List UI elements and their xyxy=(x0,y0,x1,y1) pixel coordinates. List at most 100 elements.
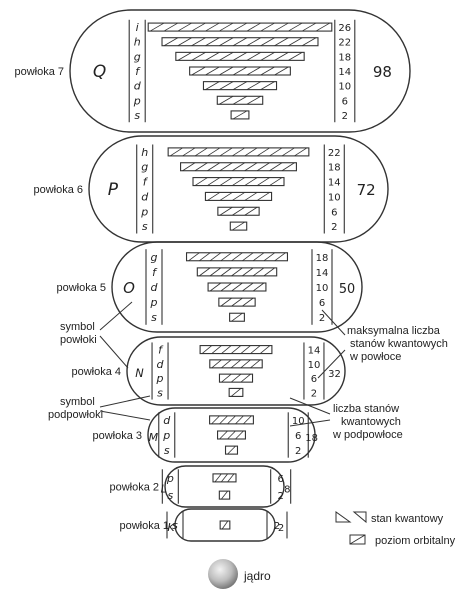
subshell-state-count: 10 xyxy=(338,82,351,93)
subshell-symbol: d xyxy=(141,190,149,203)
subshell-symbol: d xyxy=(157,358,165,371)
subshell-symbol-annotation-line2: podpowłoki xyxy=(48,409,103,421)
subshell-state-count: 6 xyxy=(277,474,283,485)
subshell-row: s2 xyxy=(134,109,348,122)
subshell-state-count: 2 xyxy=(319,313,325,324)
subshell-state-count: 2 xyxy=(331,222,337,233)
shell-symbol-annotation-line2: powłoki xyxy=(60,334,97,346)
subshell-state-count: 14 xyxy=(338,67,351,78)
shell-4: powłoka 4N32f14d10p6s2 xyxy=(71,337,345,405)
subshell-symbol: p xyxy=(150,296,158,309)
subshell-symbol: h xyxy=(141,146,148,159)
subshell-row: s2 xyxy=(167,489,283,502)
nucleus-circle xyxy=(208,559,238,589)
subshell-state-count: 2 xyxy=(274,521,280,532)
subshell-symbol: s xyxy=(142,220,148,233)
max-states-annotation-line1: maksymalna liczba xyxy=(347,325,441,337)
subshell-row: s2 xyxy=(157,386,317,399)
shell-label: powłoka 7 xyxy=(14,66,64,78)
subshell-row: d 10 xyxy=(157,358,321,371)
subshell-row: h22 xyxy=(134,36,351,49)
shell-label: powłoka 3 xyxy=(92,430,142,442)
subshell-symbol: s xyxy=(164,444,170,457)
max-states-annotation-line3: w powłoce xyxy=(349,351,401,363)
shell-max-states: 98 xyxy=(373,63,392,81)
legend: stan kwantowy poziom orbitalny xyxy=(336,512,456,547)
shell-label: powłoka 5 xyxy=(56,282,106,294)
subshell-symbol: s xyxy=(167,489,173,502)
subshell-state-count: 18 xyxy=(316,253,329,264)
shell-max-states: 72 xyxy=(357,181,376,199)
subshell-state-count: 2 xyxy=(311,388,317,399)
shell-label: powłoka 1 xyxy=(119,520,169,532)
leader-subshell-states-N xyxy=(290,398,330,414)
shell-7: powłoka 7Q98i26h22g18f14d10p6s2 xyxy=(14,10,410,132)
legend-quantum-state: stan kwantowy xyxy=(371,513,444,525)
subshell-row: p6 xyxy=(140,205,337,218)
subshell-states-annotation-line2: kwantowych xyxy=(341,416,401,428)
subshell-symbol: p xyxy=(133,94,141,107)
subshell-row: d 10 xyxy=(134,80,351,93)
subshell-row: f14 xyxy=(158,344,320,357)
shell-label: powłoka 6 xyxy=(33,184,83,196)
subshell-states-annotation-line3: w podpowłoce xyxy=(332,429,403,441)
subshell-state-count: 18 xyxy=(338,52,351,63)
subshell-symbol: g xyxy=(134,50,141,63)
shell-symbol: M xyxy=(149,431,159,444)
subshell-state-count: 2 xyxy=(277,491,283,502)
subshell-state-count: 14 xyxy=(328,178,341,189)
subshell-symbol: f xyxy=(143,176,149,189)
subshell-row: p6 xyxy=(150,296,326,309)
nucleus: jądro xyxy=(208,559,271,589)
subshell-state-count: 2 xyxy=(295,446,301,457)
orbital-level-icon xyxy=(350,535,365,544)
subshell-states-annotation-line1: liczba stanów xyxy=(333,403,399,415)
subshell-symbol: p xyxy=(140,205,148,218)
subshell-state-count: 6 xyxy=(311,374,317,385)
subshell-state-count: 6 xyxy=(342,96,348,107)
subshell-state-count: 2 xyxy=(342,111,348,122)
subshell-row: p6 xyxy=(166,472,284,485)
leader-shell-symbol-N xyxy=(100,336,128,368)
subshell-state-count: 6 xyxy=(319,298,325,309)
shell-label: powłoka 4 xyxy=(71,366,121,378)
subshell-symbol: s xyxy=(172,519,178,532)
subshell-state-count: 6 xyxy=(295,431,301,442)
shell-label: powłoka 2 xyxy=(109,482,159,494)
legend-orbital-level: poziom orbitalny xyxy=(375,535,456,547)
subshell-state-count: 22 xyxy=(338,38,351,49)
shell-5: powłoka 5O50g18f14d10p6s2 xyxy=(56,242,362,332)
subshell-row: d 10 xyxy=(151,281,329,294)
subshell-row: g18 xyxy=(151,251,329,264)
subshell-state-count: 10 xyxy=(316,283,329,294)
subshell-symbol: f xyxy=(152,266,158,279)
subshell-symbol: g xyxy=(141,161,148,174)
subshell-symbol: d xyxy=(134,80,142,93)
subshell-state-count: 18 xyxy=(328,163,341,174)
shell-symbol: L xyxy=(161,483,167,496)
subshell-state-count: 10 xyxy=(308,360,321,371)
subshell-row: d10 xyxy=(141,190,340,203)
subshell-symbol: d xyxy=(151,281,159,294)
shell-symbol: O xyxy=(123,279,135,297)
nucleus-label: jądro xyxy=(243,569,271,583)
subshell-symbol: s xyxy=(151,311,157,324)
subshell-symbol: p xyxy=(156,372,164,385)
subshell-symbol-annotation-line1: symbol xyxy=(60,396,95,408)
subshell-symbol: f xyxy=(158,344,164,357)
subshell-symbol: p xyxy=(166,472,174,485)
subshell-row: g 18 xyxy=(141,161,340,174)
shell-symbol: N xyxy=(135,366,144,380)
subshell-symbol: s xyxy=(134,109,140,122)
subshell-symbol: p xyxy=(162,429,170,442)
subshell-state-count: 14 xyxy=(316,268,329,279)
subshell-row: g 18 xyxy=(134,50,351,63)
